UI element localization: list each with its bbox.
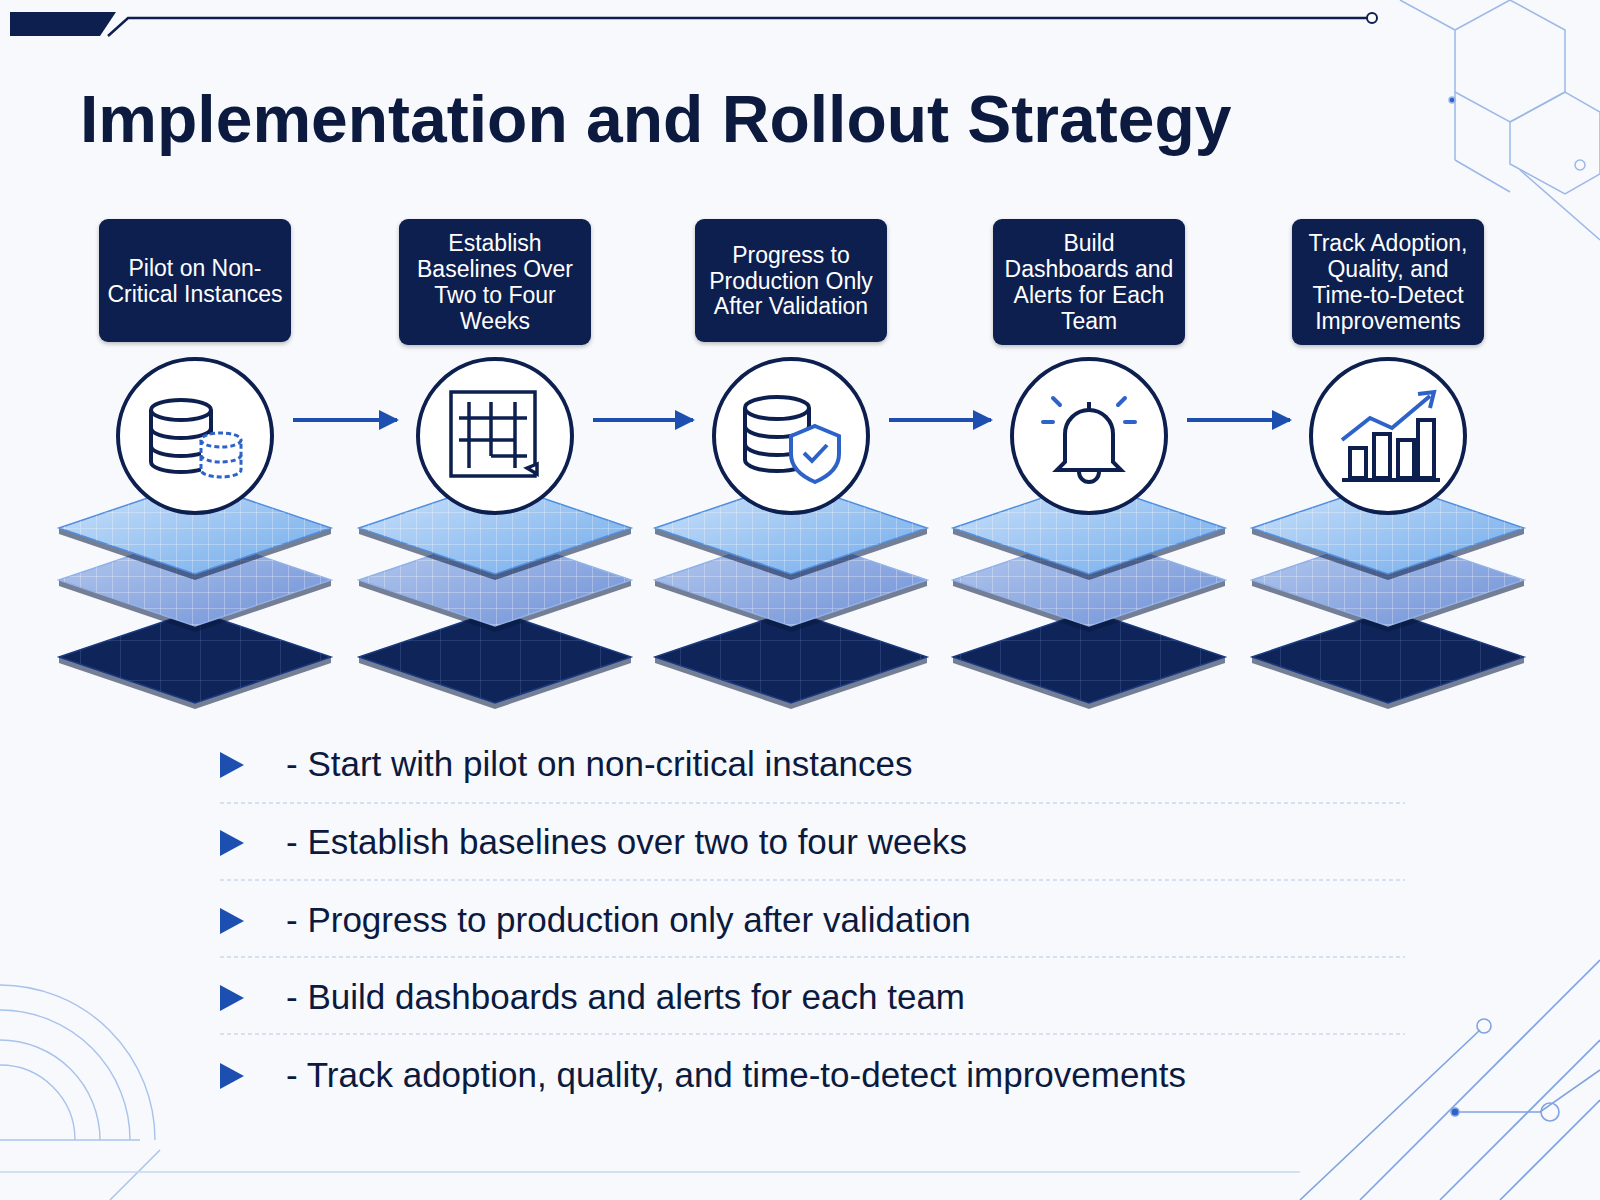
hex-decor — [1400, 0, 1600, 240]
bullet-text: - Start with pilot on non-critical insta… — [286, 743, 912, 785]
step-label: Establish Baselines Over Two to Four Wee… — [407, 230, 583, 334]
step-icon — [711, 356, 871, 516]
step-label-box: Establish Baselines Over Two to Four Wee… — [399, 219, 591, 345]
bullet-marker — [220, 908, 244, 934]
bullet-text: - Progress to production only after vali… — [286, 899, 971, 941]
arc-decor — [0, 985, 160, 1200]
bullet-text: - Track adoption, quality, and time-to-d… — [286, 1054, 1186, 1096]
step-label-box: Track Adoption, Quality, and Time-to-Det… — [1292, 219, 1484, 345]
step-node: Progress to Production Only After Valida… — [695, 219, 887, 516]
bullet-text: - Establish baselines over two to four w… — [286, 821, 967, 863]
step-node: Track Adoption, Quality, and Time-to-Det… — [1292, 219, 1484, 516]
rule-dot — [1367, 13, 1377, 23]
flow-arrow — [1187, 418, 1290, 422]
flow-arrow — [293, 418, 397, 422]
step-label: Pilot on Non-Critical Instances — [107, 255, 283, 307]
slide-title: Implementation and Rollout Strategy — [80, 80, 1231, 159]
bullet-marker — [220, 830, 244, 856]
step-label: Track Adoption, Quality, and Time-to-Det… — [1300, 230, 1476, 334]
bullet-text: - Build dashboards and alerts for each t… — [286, 976, 965, 1018]
flow-arrow — [889, 418, 991, 422]
corner-bar — [10, 12, 116, 36]
step-icon — [1308, 356, 1468, 516]
step-icon — [415, 356, 575, 516]
step-label-box: Build Dashboards and Alerts for Each Tea… — [993, 219, 1185, 345]
step-label-box: Progress to Production Only After Valida… — [695, 219, 887, 342]
step-node: Pilot on Non-Critical Instances — [99, 219, 291, 516]
bullet-separator — [220, 1033, 1405, 1034]
step-node: Build Dashboards and Alerts for Each Tea… — [993, 219, 1185, 516]
circuit-decor — [1300, 960, 1600, 1200]
step-label: Progress to Production Only After Valida… — [703, 242, 879, 320]
bullet-separator — [220, 879, 1405, 880]
bullet-marker — [220, 1063, 244, 1089]
step-icon — [115, 356, 275, 516]
step-label: Build Dashboards and Alerts for Each Tea… — [1001, 230, 1177, 334]
bullet-separator — [220, 956, 1405, 957]
top-rule — [108, 18, 1368, 36]
bullet-marker — [220, 752, 244, 778]
bottom-rule — [0, 1171, 1300, 1173]
bullet-separator — [220, 802, 1405, 803]
step-label-box: Pilot on Non-Critical Instances — [99, 219, 291, 342]
step-node: Establish Baselines Over Two to Four Wee… — [399, 219, 591, 516]
bullet-marker — [220, 985, 244, 1011]
step-icon — [1009, 356, 1169, 516]
flow-arrow — [593, 418, 693, 422]
